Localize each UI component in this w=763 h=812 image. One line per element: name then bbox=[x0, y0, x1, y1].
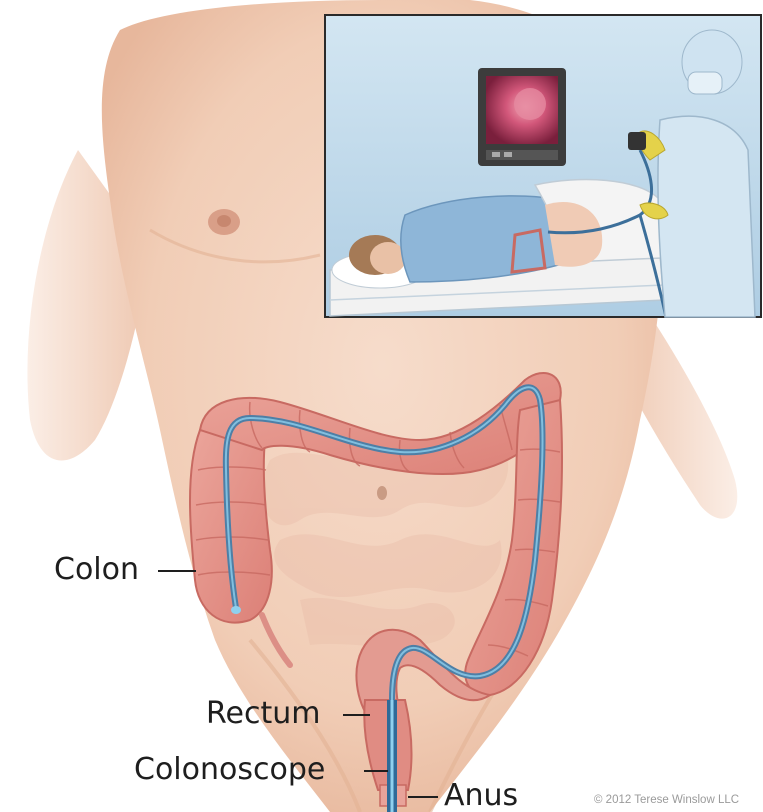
rectum-label: Rectum bbox=[206, 699, 320, 729]
inset-scene bbox=[325, 15, 761, 317]
copyright-credit: © 2012 Terese Winslow LLC bbox=[594, 794, 739, 806]
anus-label: Anus bbox=[444, 781, 518, 811]
colon-label: Colon bbox=[54, 555, 139, 585]
colonoscope-label: Colonoscope bbox=[134, 755, 325, 785]
monitor bbox=[478, 68, 566, 166]
nipple bbox=[208, 209, 240, 235]
